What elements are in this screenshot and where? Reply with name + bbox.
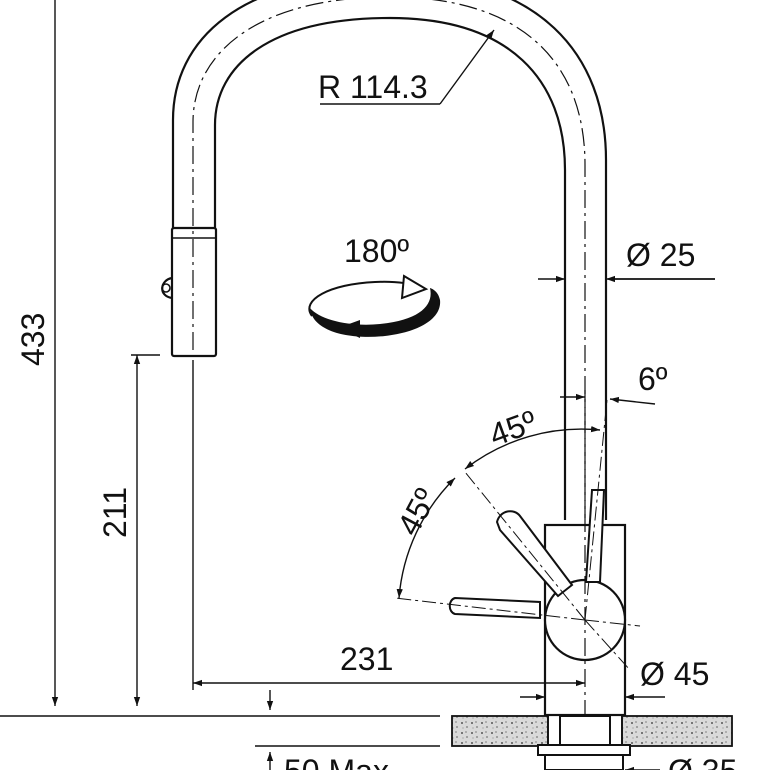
total-height-label: 433 [15, 313, 51, 366]
mounting-shank [537, 715, 631, 770]
spout-height-label: 211 [97, 487, 133, 538]
reach-label: 231 [340, 641, 393, 677]
spout-diameter-label: Ø 25 [626, 237, 695, 273]
lever-upright [584, 489, 606, 583]
spout-tilt-label: 6º [638, 361, 668, 397]
spray-head [161, 226, 218, 358]
spout-centerline [192, 0, 586, 520]
rotation-label: 180º [344, 233, 409, 269]
spout-left-inner-wall [213, 16, 567, 520]
lever-horizontal [448, 596, 541, 620]
radius-label: R 114.3 [318, 69, 428, 105]
rotation-180-icon [308, 274, 441, 338]
dimension-lines [0, 0, 715, 770]
spout [171, 0, 608, 520]
deck-thickness-label: 50 Max [284, 753, 389, 770]
spout-left-outer-wall [171, 0, 608, 520]
lever-angle-upper-label: 45º [485, 403, 542, 453]
lever-axis-lines [394, 399, 641, 671]
countertop [451, 715, 733, 747]
shank-diameter-label: Ø 35 [668, 753, 737, 770]
body-diameter-label: Ø 45 [640, 656, 709, 692]
lever-angle-lower-label: 45º [390, 482, 444, 541]
